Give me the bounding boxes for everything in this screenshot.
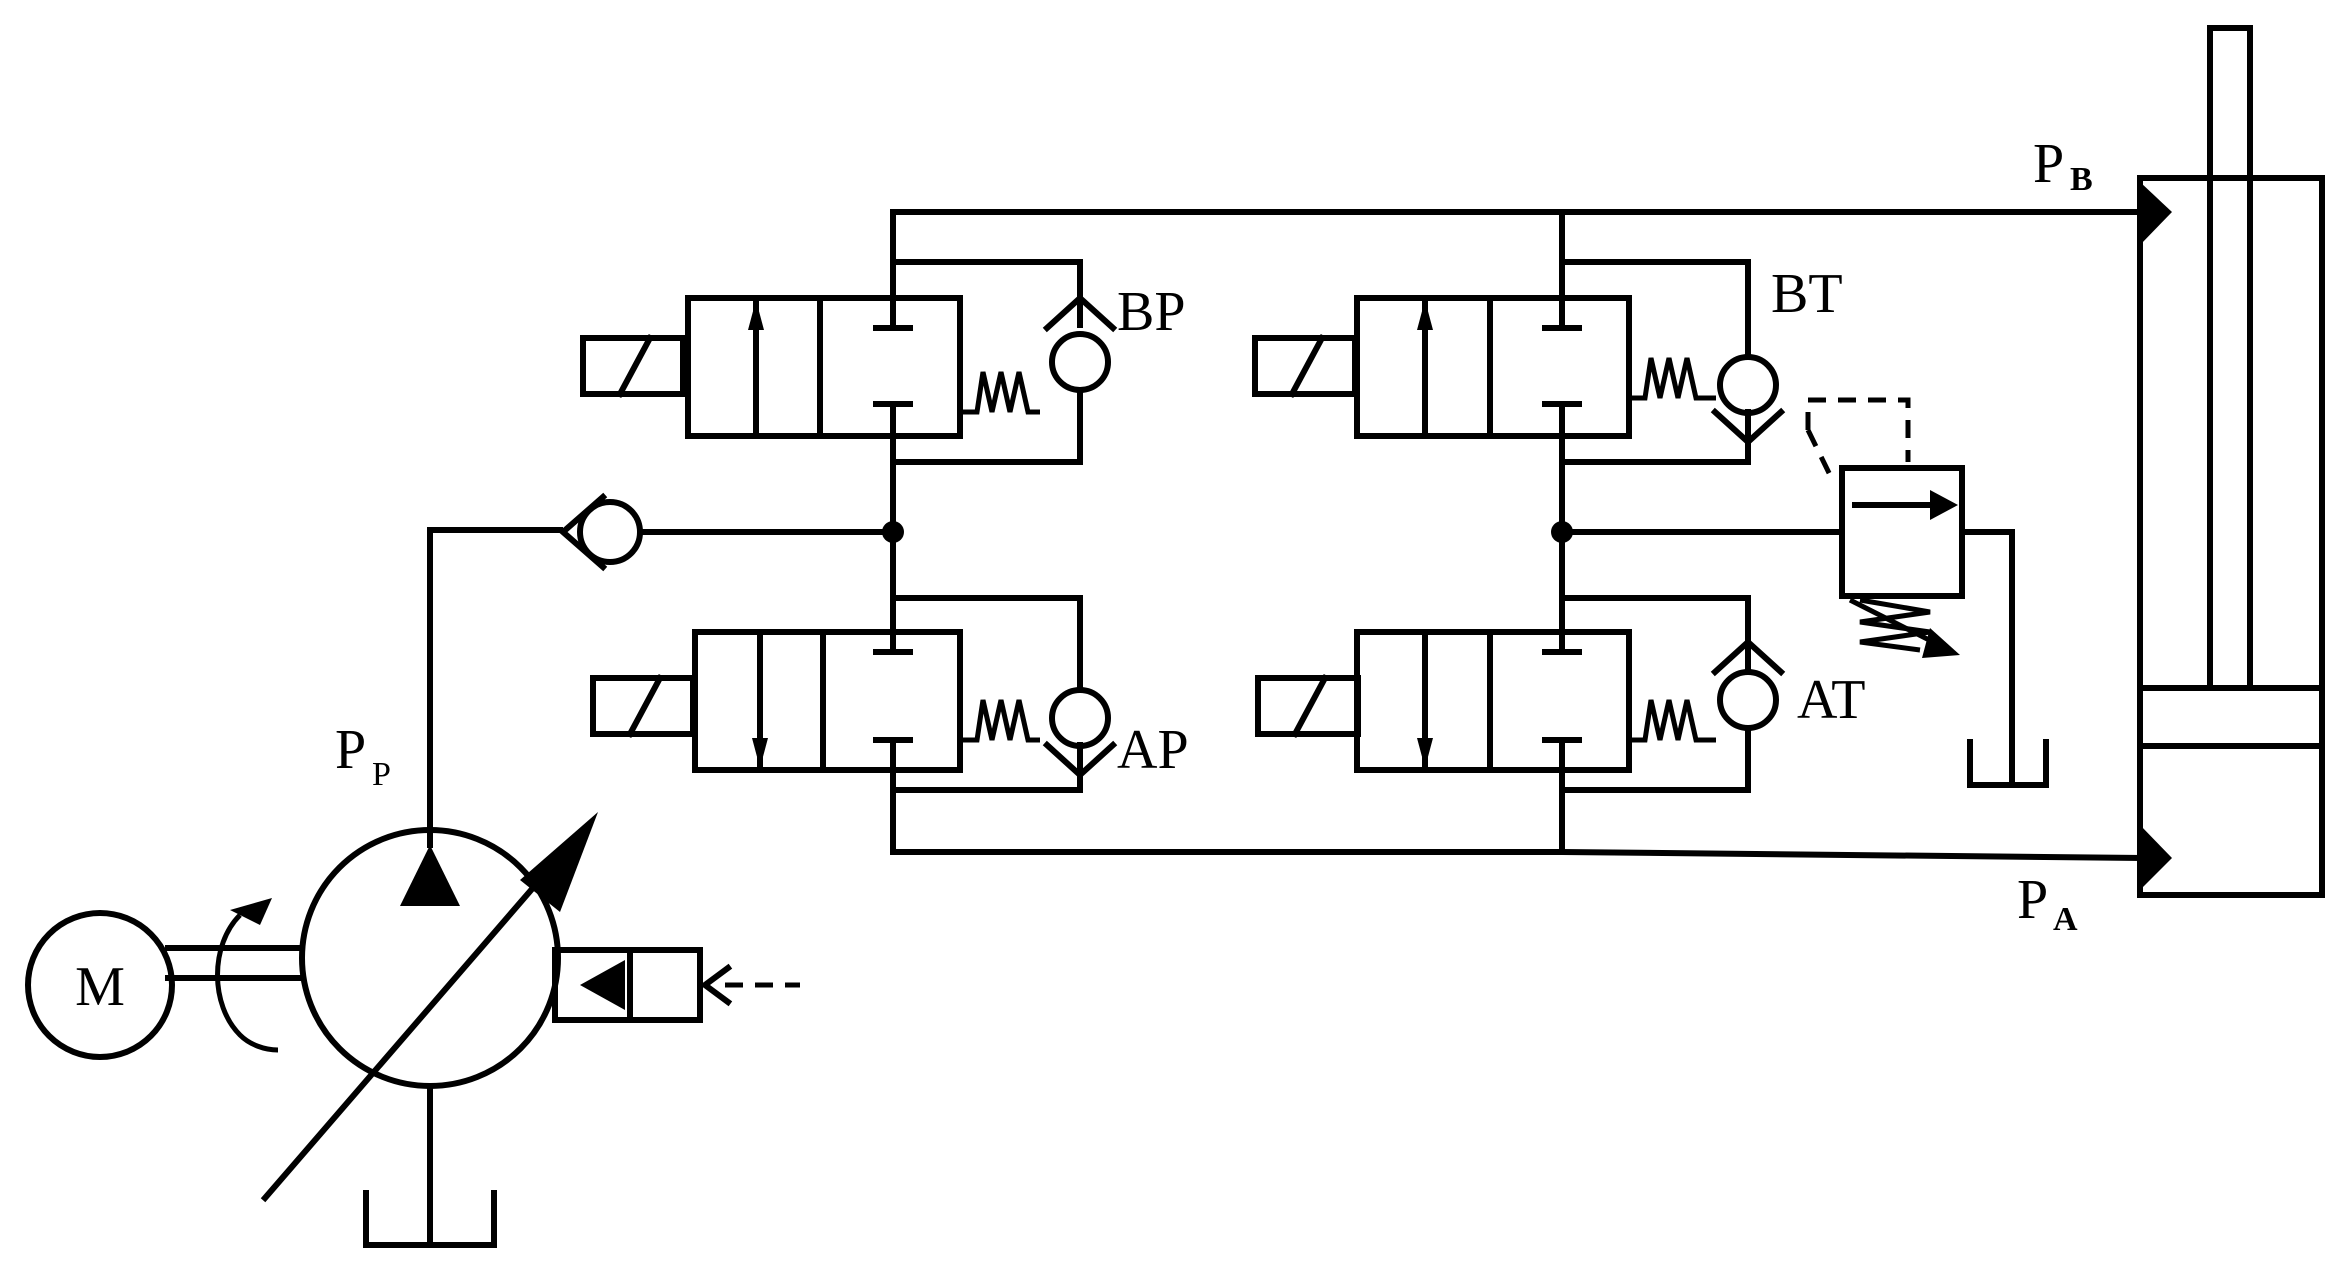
relief-valve — [1559, 397, 2015, 788]
solenoid-valve-bt — [1252, 259, 1786, 465]
valve-label-at: AT — [1797, 669, 1865, 731]
pump-group — [165, 812, 800, 1248]
motor-label: M — [75, 956, 125, 1018]
pressure-label-a: P A — [2017, 869, 2078, 938]
solenoid-valve-ap — [590, 595, 1118, 793]
pressure-label-b: P B — [2033, 133, 2093, 198]
svg-text:P: P — [2033, 133, 2064, 195]
pressure-line-a — [890, 797, 2144, 862]
pressure-line-b — [890, 209, 2143, 265]
svg-text:B: B — [2070, 161, 2093, 198]
svg-text:P: P — [2017, 869, 2048, 931]
svg-text:A: A — [2053, 901, 2078, 938]
solenoid-valve-at — [1255, 595, 1786, 793]
pump-supply-line — [427, 527, 896, 848]
valve-label-bp: BP — [1117, 281, 1186, 343]
svg-text:P: P — [372, 756, 391, 793]
check-valve-supply — [558, 492, 643, 572]
svg-text:P: P — [335, 719, 366, 781]
pressure-label-pump: P P — [335, 719, 391, 793]
tank-relief — [1967, 739, 2049, 788]
solenoid-valve-bp — [580, 259, 1118, 465]
valve-label-bt: BT — [1771, 263, 1843, 325]
valve-label-ap: AP — [1117, 719, 1189, 781]
hydraulic-cylinder — [2137, 25, 2325, 898]
motor — [25, 910, 175, 1060]
